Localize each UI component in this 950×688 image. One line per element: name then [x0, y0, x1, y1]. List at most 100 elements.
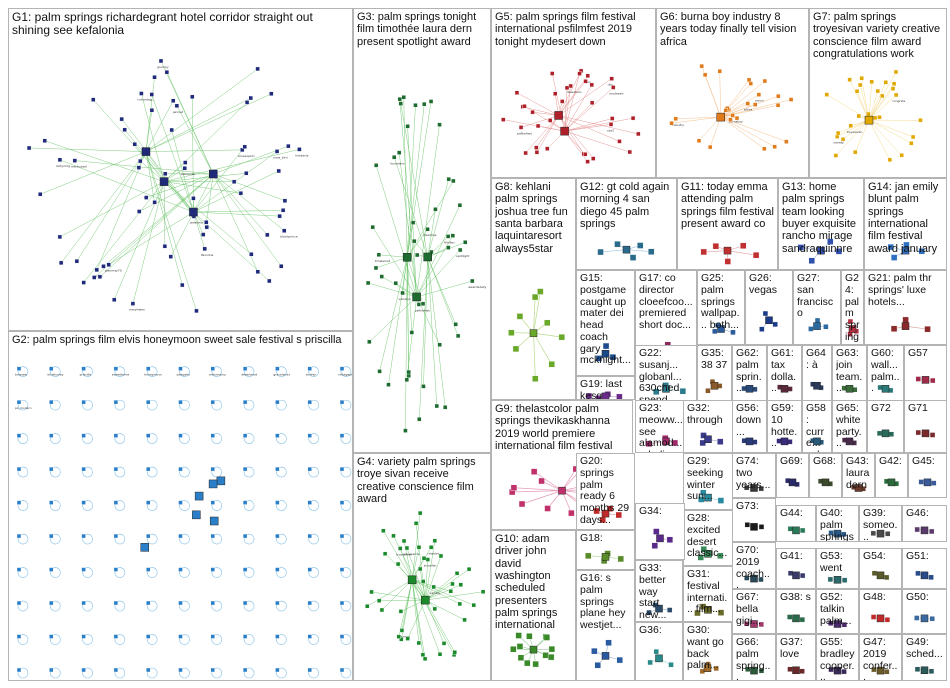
node — [242, 366, 248, 371]
node — [583, 152, 588, 157]
group-panel-g37: G37: love — [776, 634, 816, 681]
hub-node — [876, 571, 885, 580]
group-network-g34 — [651, 528, 674, 549]
node — [275, 634, 280, 639]
edge — [384, 553, 413, 580]
node — [522, 104, 527, 109]
node — [453, 322, 458, 327]
node — [929, 616, 935, 622]
group-label: G65: white party... — [836, 403, 862, 450]
node-label: kimberly — [295, 153, 308, 157]
node — [753, 102, 758, 107]
node — [282, 228, 287, 233]
group-label: G42: — [879, 456, 902, 467]
hub-node — [920, 526, 929, 535]
self-loop-edge — [114, 533, 126, 545]
node — [178, 433, 183, 438]
node — [178, 466, 183, 472]
edge — [40, 151, 147, 195]
node — [746, 77, 752, 83]
node — [437, 342, 442, 348]
edge — [375, 257, 408, 269]
self-loop-edge — [276, 567, 287, 578]
self-loop-edge — [49, 466, 61, 478]
node — [119, 116, 124, 122]
node — [616, 656, 623, 664]
edge — [412, 579, 474, 606]
edge — [564, 87, 614, 132]
node — [365, 280, 371, 286]
node-label: tcmfan — [306, 373, 317, 377]
node — [516, 313, 524, 320]
edge — [145, 100, 174, 152]
node — [391, 533, 396, 539]
node — [585, 73, 590, 79]
self-loop-edge — [179, 600, 190, 612]
group-panel-g43: G43: laura dern — [842, 453, 875, 498]
node — [16, 433, 22, 438]
node — [609, 353, 617, 361]
self-loop-edge — [243, 600, 255, 612]
node — [707, 144, 713, 150]
group-panel-g27: G27: san francisco — [793, 270, 841, 345]
self-loop-edge — [82, 500, 93, 511]
node-label: creative — [427, 551, 439, 555]
group-label: G24: palm springs 2019 already... — [845, 273, 860, 344]
node — [49, 466, 54, 472]
group-network-g69 — [785, 477, 800, 488]
edge — [564, 118, 613, 132]
group-panel-g51: G51: — [902, 548, 947, 589]
node — [339, 667, 345, 673]
node-label: markcarjel — [71, 165, 87, 169]
edge — [558, 75, 588, 116]
self-loop-edge — [276, 366, 287, 377]
self-loop-edge — [17, 466, 29, 478]
node-label: richardeg... — [137, 97, 154, 101]
self-loop-edge — [308, 466, 320, 478]
group-label: G17: co director cloeefcoo... premiered … — [639, 273, 693, 331]
node — [420, 301, 426, 306]
group-panel-g8: G8: kehlani palm springs joshua tree fun… — [491, 178, 576, 400]
node — [608, 122, 614, 127]
node — [694, 609, 701, 617]
group-label: G25: palm springs wallpap... both... — [701, 273, 740, 331]
group-panel-g70: G70: 2019 coach... — [732, 542, 776, 589]
hub-node — [710, 382, 719, 390]
group-network-g70 — [744, 574, 764, 583]
edge — [213, 173, 259, 272]
node — [591, 647, 598, 655]
group-label: G63: join team... — [836, 348, 863, 395]
node — [866, 111, 871, 117]
hub-node — [792, 526, 800, 535]
edge — [213, 173, 286, 201]
group-network-g30 — [699, 661, 719, 675]
node-label: blackprince — [280, 235, 297, 239]
group-panel-g12: G12: gt cold again morning 4 san diego 4… — [576, 178, 677, 270]
node — [510, 646, 517, 653]
node — [880, 93, 885, 99]
group-panel-g14: G14: jan emily blunt palm springs intern… — [864, 178, 947, 270]
node — [182, 166, 187, 171]
node — [827, 238, 834, 245]
group-panel-g21: G21: palm thr springs' luxe hotels... — [864, 270, 947, 345]
node — [652, 388, 660, 395]
edge — [532, 111, 559, 116]
edge — [388, 257, 408, 385]
edge — [381, 579, 413, 611]
edge — [406, 105, 416, 258]
node — [448, 589, 454, 594]
group-label: G44: — [780, 508, 803, 519]
node — [748, 81, 753, 86]
node — [297, 147, 302, 152]
group-network-g61 — [777, 384, 793, 393]
node — [401, 538, 407, 544]
node-label: industry — [672, 123, 685, 127]
edge — [83, 181, 165, 283]
node — [339, 366, 345, 371]
group-label: G60: wall... palm... — [871, 348, 900, 395]
group-label: G5: palm springs film festival internati… — [495, 11, 636, 48]
node — [547, 653, 555, 661]
node — [928, 668, 935, 675]
hub-node — [601, 350, 610, 358]
node — [717, 609, 725, 616]
